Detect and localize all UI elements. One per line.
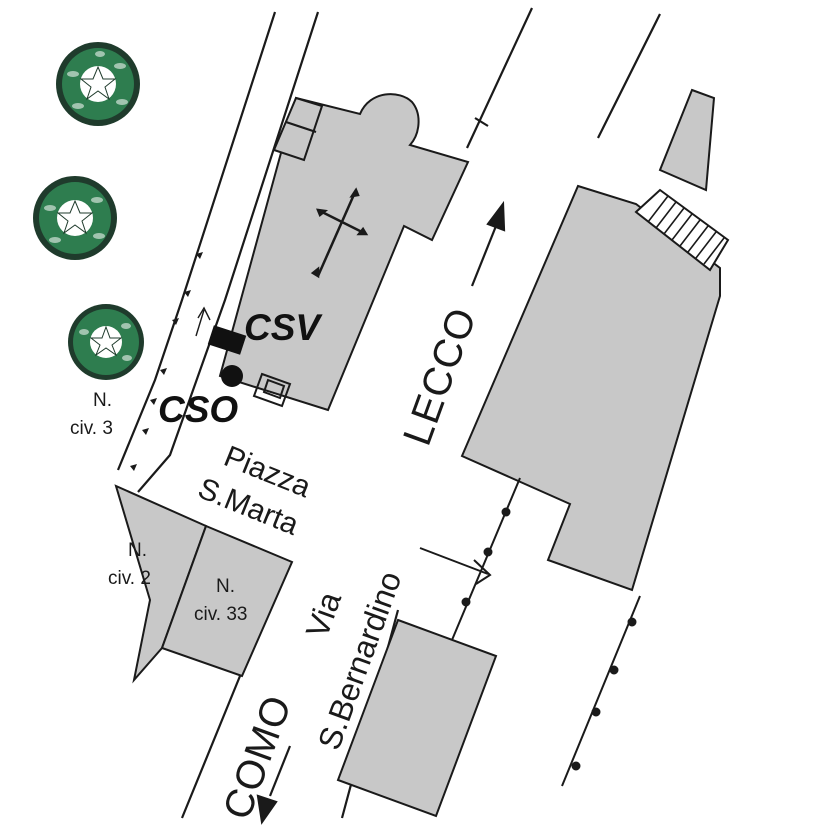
- direction-arrow-icon: [195, 306, 211, 337]
- civ33-n-label: N.: [216, 576, 235, 597]
- cso-marker[interactable]: [221, 365, 243, 387]
- como-label: COMO: [215, 689, 300, 825]
- building-civ-2: [114, 484, 208, 684]
- civ3-n-label: N.: [93, 390, 112, 411]
- stairs-icon: [634, 188, 730, 272]
- rail-track-icon: [451, 477, 641, 787]
- building-northeast: [658, 88, 716, 192]
- tree-icon: [56, 42, 140, 126]
- building-south: [336, 618, 498, 818]
- civ3-num-label: civ. 3: [70, 418, 113, 439]
- csv-label: CSV: [244, 307, 323, 348]
- tree-icon: [33, 176, 117, 260]
- church-annex: [272, 96, 324, 162]
- church-building: [218, 93, 470, 412]
- street-tick: [474, 117, 489, 127]
- direction-arrow-icon: [419, 547, 492, 585]
- civ33-num-label: civ. 33: [194, 604, 248, 625]
- civ2-num-label: civ. 2: [108, 568, 151, 589]
- csv-marker[interactable]: [207, 325, 247, 355]
- entrance-steps: [252, 372, 292, 408]
- church-cross-icon: [310, 187, 369, 279]
- boundary-ticks: [130, 252, 203, 471]
- direction-arrow-icon: [256, 745, 292, 825]
- street-edge-upper: [466, 7, 533, 149]
- left-boundary-line: [116, 11, 277, 471]
- cso-label: CSO: [158, 389, 238, 430]
- building-civ-33: [160, 524, 294, 678]
- street-edge-right: [597, 13, 661, 139]
- tree-icon: [68, 304, 144, 380]
- street-edge-como: [180, 675, 242, 819]
- via-label-1: Via: [299, 587, 349, 642]
- lecco-label: LECCO: [395, 302, 485, 451]
- civ2-n-label: N.: [128, 540, 147, 561]
- sidewalk-line: [137, 11, 320, 493]
- direction-arrow-icon: [470, 200, 506, 287]
